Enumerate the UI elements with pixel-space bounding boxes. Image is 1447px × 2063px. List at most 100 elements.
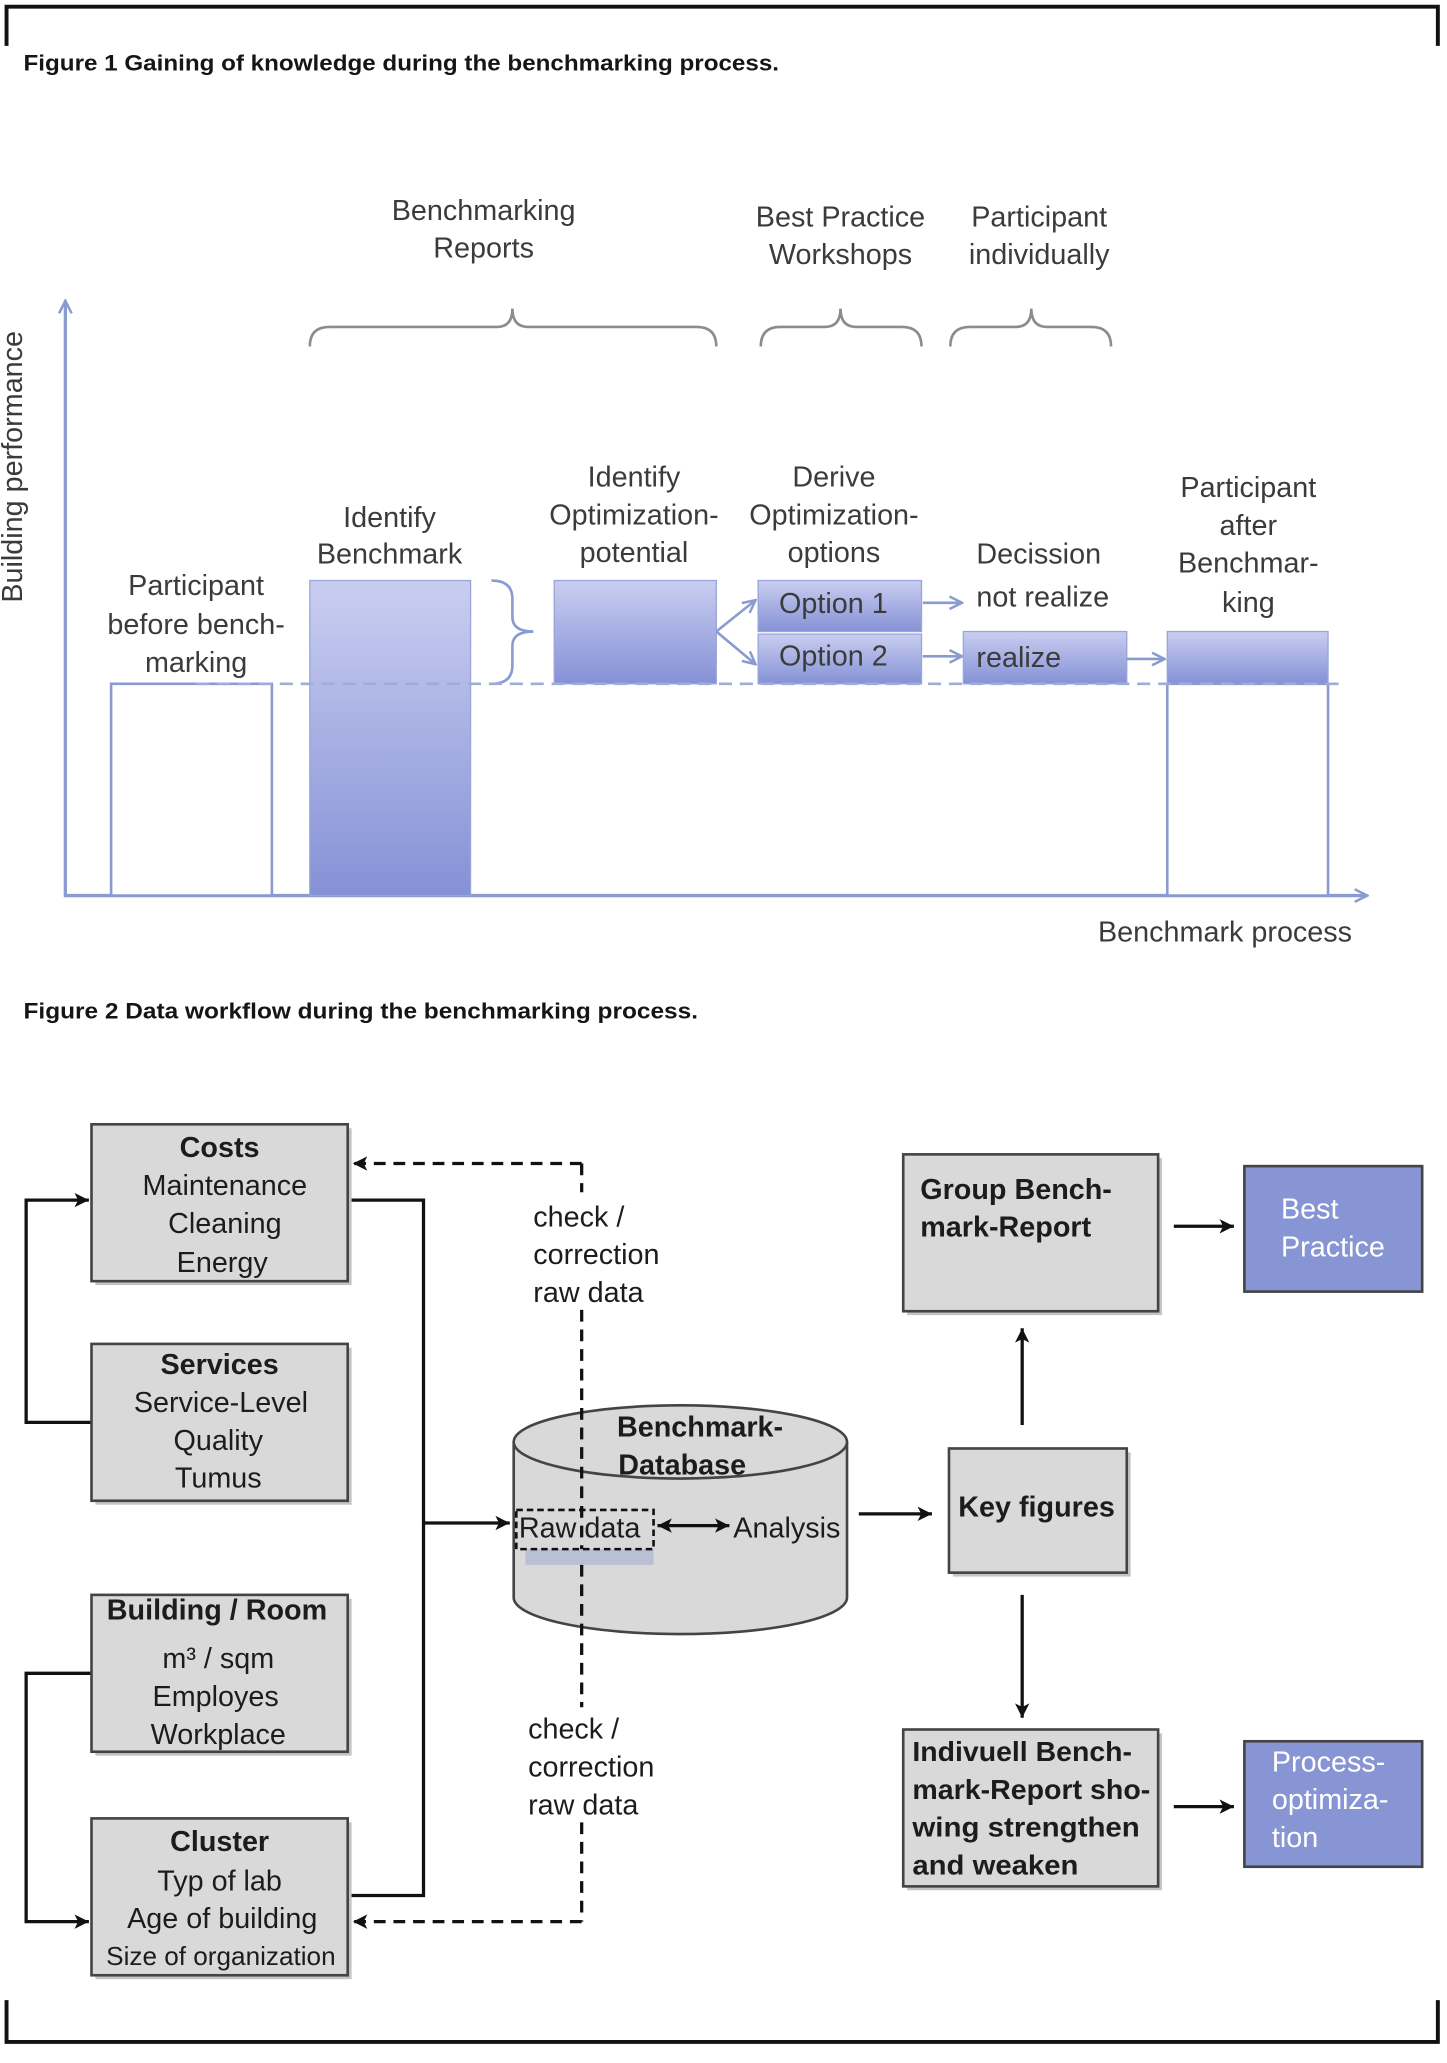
figure-2-caption: Figure 2 Data workflow during the benchm… <box>24 998 698 1023</box>
label-derive-options: Optimization- <box>749 499 918 531</box>
figure-1: Figure 1 Gaining of knowledge during the… <box>0 51 1367 948</box>
label-participant-after: Benchmar- <box>1178 548 1319 580</box>
box-services <box>90 1342 350 1503</box>
option-2-label: Option 2 <box>779 641 888 673</box>
building-room-item: m³ / sqm <box>162 1643 274 1675</box>
label-not-realize: not realize <box>976 582 1109 614</box>
costs-item: Energy <box>177 1247 269 1279</box>
label-participant-after: after <box>1220 510 1278 542</box>
figure-1-caption: Figure 1 Gaining of knowledge during the… <box>24 51 780 76</box>
cluster-item: Typ of lab <box>157 1865 282 1897</box>
connector-inputs-collector <box>347 1198 426 1898</box>
group-label-participant-individually: Participant <box>971 201 1107 233</box>
group-label-best-practice-workshops: Best Practice <box>756 201 925 233</box>
check-correction-top-label: check / <box>533 1201 624 1233</box>
individual-report-label: mark-Report sho- <box>912 1774 1150 1805</box>
frame-bottom-bracket <box>4 2000 1440 2044</box>
box-individual-report <box>901 1728 1160 1888</box>
bar-participant-before <box>109 682 274 897</box>
label-derive-options: Derive <box>792 461 875 493</box>
group-label-benchmarking-reports: Benchmarking <box>392 195 576 227</box>
label-participant-before: before bench- <box>107 609 284 641</box>
brace-benchmarking-reports <box>308 308 718 347</box>
brace-best-practice-workshops <box>759 308 923 347</box>
building-room-item: Employes <box>153 1681 279 1713</box>
label-identify-benchmark: Identify <box>343 502 436 534</box>
input-box-costs: Costs Maintenance Cleaning Energy <box>90 1122 352 1286</box>
raw-data-box <box>515 1508 655 1551</box>
box-option-1 <box>757 579 923 633</box>
group-label-best-practice-workshops: Workshops <box>769 239 912 271</box>
cluster-item: Size of organization <box>106 1941 335 1971</box>
box-best-practice <box>1243 1164 1424 1293</box>
services-title: Services <box>160 1349 278 1381</box>
database-body <box>512 1441 849 1636</box>
check-correction-bottom-label: raw data <box>528 1789 638 1821</box>
group-braces <box>308 308 1113 347</box>
box-building-room <box>90 1593 350 1754</box>
box-process-optimization <box>1243 1739 1424 1869</box>
label-identify-potential: potential <box>580 537 689 569</box>
best-practice-label: Best <box>1281 1193 1339 1225</box>
realize-label: realize <box>976 642 1061 674</box>
page-frame <box>4 4 1440 2044</box>
box-costs <box>90 1122 350 1283</box>
label-participant-before: Participant <box>128 570 264 602</box>
individual-report-label: wing strengthen <box>911 1812 1140 1843</box>
x-axis-label: Benchmark process <box>1098 916 1352 948</box>
label-identify-potential: Optimization- <box>549 499 718 531</box>
database-title: Database <box>618 1450 746 1482</box>
process-optimization-label: optimiza- <box>1272 1784 1389 1816</box>
group-report-label: mark-Report <box>920 1212 1091 1244</box>
analysis-label: Analysis <box>733 1512 840 1544</box>
connector-services-to-costs <box>24 1192 92 1424</box>
raw-data-label: Raw data <box>519 1512 640 1544</box>
brace-participant-individually <box>948 308 1113 347</box>
label-participant-before: marking <box>145 647 247 679</box>
services-item: Service-Level <box>134 1387 308 1419</box>
box-key-figures <box>947 1447 1129 1574</box>
label-decision: Decission <box>976 539 1101 571</box>
database-top <box>512 1404 849 1480</box>
bar-identify-benchmark <box>309 579 472 897</box>
input-box-services: Services Service-Level Quality Tumus <box>90 1342 352 1505</box>
bar-participant-after <box>1165 682 1330 897</box>
key-figures-label: Key figures <box>958 1491 1115 1523</box>
building-room-item: Workplace <box>151 1719 286 1751</box>
individual-report-label: and weaken <box>912 1850 1078 1881</box>
cluster-title: Cluster <box>170 1826 269 1858</box>
costs-title: Costs <box>180 1132 260 1164</box>
box-group-report <box>901 1153 1160 1313</box>
label-participant-after: Participant <box>1180 472 1316 504</box>
services-item: Tumus <box>175 1463 262 1495</box>
arrow-to-option-2 <box>715 630 755 665</box>
group-report-label: Group Bench- <box>920 1174 1112 1206</box>
individual-report-label: Indivuell Bench- <box>912 1736 1132 1767</box>
curly-brace-icon <box>491 579 534 686</box>
cluster-item: Age of building <box>127 1903 317 1935</box>
input-box-cluster: Cluster Typ of lab Age of building Size … <box>90 1817 352 1980</box>
services-item: Quality <box>174 1425 264 1457</box>
check-correction-bottom-label: check / <box>528 1714 619 1746</box>
label-participant-after: king <box>1222 587 1275 619</box>
raw-data-highlight <box>525 1549 654 1565</box>
database-title: Benchmark- <box>617 1412 783 1444</box>
arrow-to-option-1 <box>715 600 755 633</box>
frame-top-bracket <box>4 4 1440 46</box>
check-correction-top-label: raw data <box>533 1277 643 1309</box>
input-box-building-room: Building / Room m³ / sqm Employes Workpl… <box>90 1593 352 1756</box>
process-optimization-label: tion <box>1272 1822 1318 1854</box>
group-label-participant-individually: individually <box>969 239 1110 271</box>
box-participant-after-gain <box>1166 630 1329 685</box>
check-correction-top-label: correction <box>533 1239 659 1271</box>
costs-item: Maintenance <box>143 1170 308 1202</box>
best-practice-label: Practice <box>1281 1231 1385 1263</box>
box-identify-potential <box>553 579 717 685</box>
box-option-2 <box>757 633 923 685</box>
costs-item: Cleaning <box>168 1208 281 1240</box>
label-identify-potential: Identify <box>588 461 681 493</box>
y-axis-label: Building performance <box>0 331 29 603</box>
connector-building-to-cluster <box>24 1671 92 1929</box>
box-cluster <box>90 1817 350 1977</box>
